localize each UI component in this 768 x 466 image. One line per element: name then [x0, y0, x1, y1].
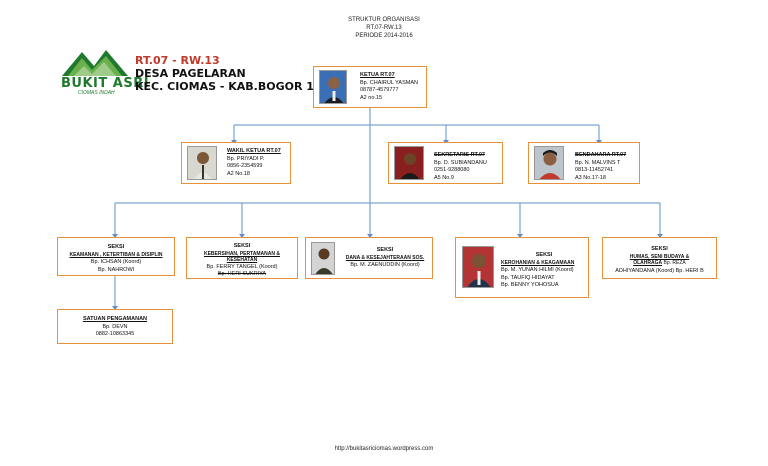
seksi-dana-photo [311, 242, 335, 275]
sekretaris-phone: 0251-9288080 [434, 167, 470, 173]
logo-subtext: CIOMAS INDAH [78, 90, 115, 96]
seksi-humas-title-1: HUMAS, SENI BUDAYA & [629, 253, 690, 260]
mountain-logo-icon [62, 50, 128, 76]
ketua-photo [319, 70, 347, 104]
seksi-kebersihan-member-1: Bp. FERRY TANGEL (Koord) [206, 263, 278, 270]
person-photo-icon [395, 147, 423, 179]
satuan-title: SATUAN PENGAMANAN [82, 316, 148, 322]
bendahara-photo [534, 146, 564, 180]
address-kecamatan: KEC. CIOMAS - KAB.BOGOR 16610 [135, 80, 345, 93]
ketua-phone: 08787-4579777 [360, 87, 399, 93]
seksi-kebersihan-title-1: KEBERSIHAN, PERTAMANAN & [203, 250, 281, 257]
bendahara-address: A3 No.17-18 [575, 174, 606, 181]
seksi-kebersihan-member-2: Bp. HERI SUKRIYA [217, 271, 267, 277]
sekretaris-title: SEKRETARIS RT.07 [434, 152, 485, 158]
seksi-kebersihan-title-2: KESEHATAN [226, 257, 258, 263]
footer-url: http://bukitasriciomas.wordpress.com [334, 446, 434, 452]
sekretaris-address: A5 No.9 [434, 174, 454, 181]
satuan-phone: 0882-10863345 [95, 331, 135, 337]
header-rt-rw: RT.07-RW.13 [366, 25, 402, 31]
header-period: PERIODE 2014-2016 [355, 33, 413, 39]
address-desa: DESA PAGELARAN [135, 67, 246, 80]
ketua-box: KETUA RT.07 Bp. CHAIRUL YASMAN 08787-457… [313, 66, 427, 108]
chart-header: STRUKTUR ORGANISASI RT.07-RW.13 PERIODE … [0, 16, 768, 40]
seksi-humas-box: SEKSI HUMAS, SENI BUDAYA & OLAHRAGA Bp. … [602, 237, 717, 279]
seksi-keamanan-title: KEAMANAN , KETERTIBAN & DISIPLIN [69, 251, 163, 258]
person-photo-icon [463, 247, 493, 287]
wakil-box: WAKIL KETUA RT.07 Bp. PRIYADI P. 0856-23… [181, 142, 291, 184]
wakil-title: WAKIL KETUA RT.07 [227, 148, 281, 154]
satuan-pengamanan-box: SATUAN PENGAMANAN Bp. DEVN 0882-10863345 [57, 309, 173, 344]
seksi-dana-box: SEKSI DANA & KESEJAHTERAAN SOS. Bp. M. Z… [305, 237, 433, 279]
bendahara-phone: 0813-11452741 [575, 167, 614, 173]
header-title: STRUKTUR ORGANISASI [348, 17, 420, 23]
wakil-phone: 0856-2354599 [227, 163, 263, 169]
wakil-address: A2 No.18 [227, 170, 250, 177]
address-rt-rw: RT.07 - RW.13 [135, 54, 220, 67]
ketua-name: Bp. CHAIRUL YASMAN [360, 79, 418, 86]
seksi-kerohanian-title: KEROHANIAN & KEAGAMAAN [501, 259, 575, 266]
seksi-dana-title: DANA & KESEJAHTERAAN SOS. [345, 254, 425, 261]
seksi-humas-member-1: Bp. REZA [662, 260, 686, 266]
person-photo-icon [535, 147, 563, 179]
seksi-label: SEKSI [535, 252, 553, 258]
seksi-kerohanian-photo [462, 246, 494, 288]
seksi-kerohanian-box: SEKSI KEROHANIAN & KEAGAMAAN Bp. M. YUNA… [455, 237, 589, 298]
bendahara-name: Bp. N. MALVINS T [575, 159, 621, 166]
logo-text: BUKIT ASRI [61, 76, 150, 91]
person-photo-icon [312, 243, 334, 274]
satuan-member: Bp. DEVN [102, 323, 128, 330]
seksi-keamanan-member-2: Bp. NAHROWI [97, 266, 135, 273]
ketua-title: KETUA RT.07 [360, 72, 395, 78]
wakil-photo [187, 146, 217, 180]
seksi-dana-member-1: Bp. M. ZAENUDDIN (Koord) [350, 262, 420, 268]
seksi-kerohanian-member-2: Bp. TAUFIQ HIDAYAT [501, 274, 555, 281]
seksi-humas-title-2: OLAHRAGA [633, 260, 663, 266]
seksi-label: SEKSI [376, 247, 394, 253]
seksi-keamanan-box: SEKSI KEAMANAN , KETERTIBAN & DISIPLIN B… [57, 237, 175, 276]
seksi-humas-member-2: ADHIYANDANA (Koord) Bp. HERI B [615, 267, 704, 274]
bukit-asri-logo [60, 46, 130, 96]
person-photo-icon [188, 147, 216, 179]
seksi-kerohanian-member-1: Bp. M. YUNAN HILMI (Koord) [501, 267, 574, 273]
sekretaris-name: Bp. D. SUBIANDANU [434, 159, 487, 166]
bendahara-title: BENDAHARA RT.07 [575, 152, 627, 158]
sekretaris-box: SEKRETARIS RT.07 Bp. D. SUBIANDANU 0251-… [388, 142, 503, 184]
bendahara-box: BENDAHARA RT.07 Bp. N. MALVINS T 0813-11… [528, 142, 640, 184]
person-photo-icon [320, 71, 346, 103]
sekretaris-photo [394, 146, 424, 180]
seksi-kerohanian-member-3: Bp. BENNY YOHOSUA [501, 282, 559, 288]
wakil-name: Bp. PRIYADI P. [227, 155, 265, 162]
seksi-label: SEKSI [651, 246, 668, 252]
seksi-keamanan-member-1: Bp. ICHSAN (Koord) [90, 259, 142, 265]
seksi-kebersihan-box: SEKSI KEBERSIHAN, PERTAMANAN & KESEHATAN… [186, 237, 298, 279]
ketua-address: A2 no.15 [360, 94, 383, 101]
seksi-label: SEKSI [107, 244, 125, 250]
seksi-label: SEKSI [233, 243, 251, 249]
